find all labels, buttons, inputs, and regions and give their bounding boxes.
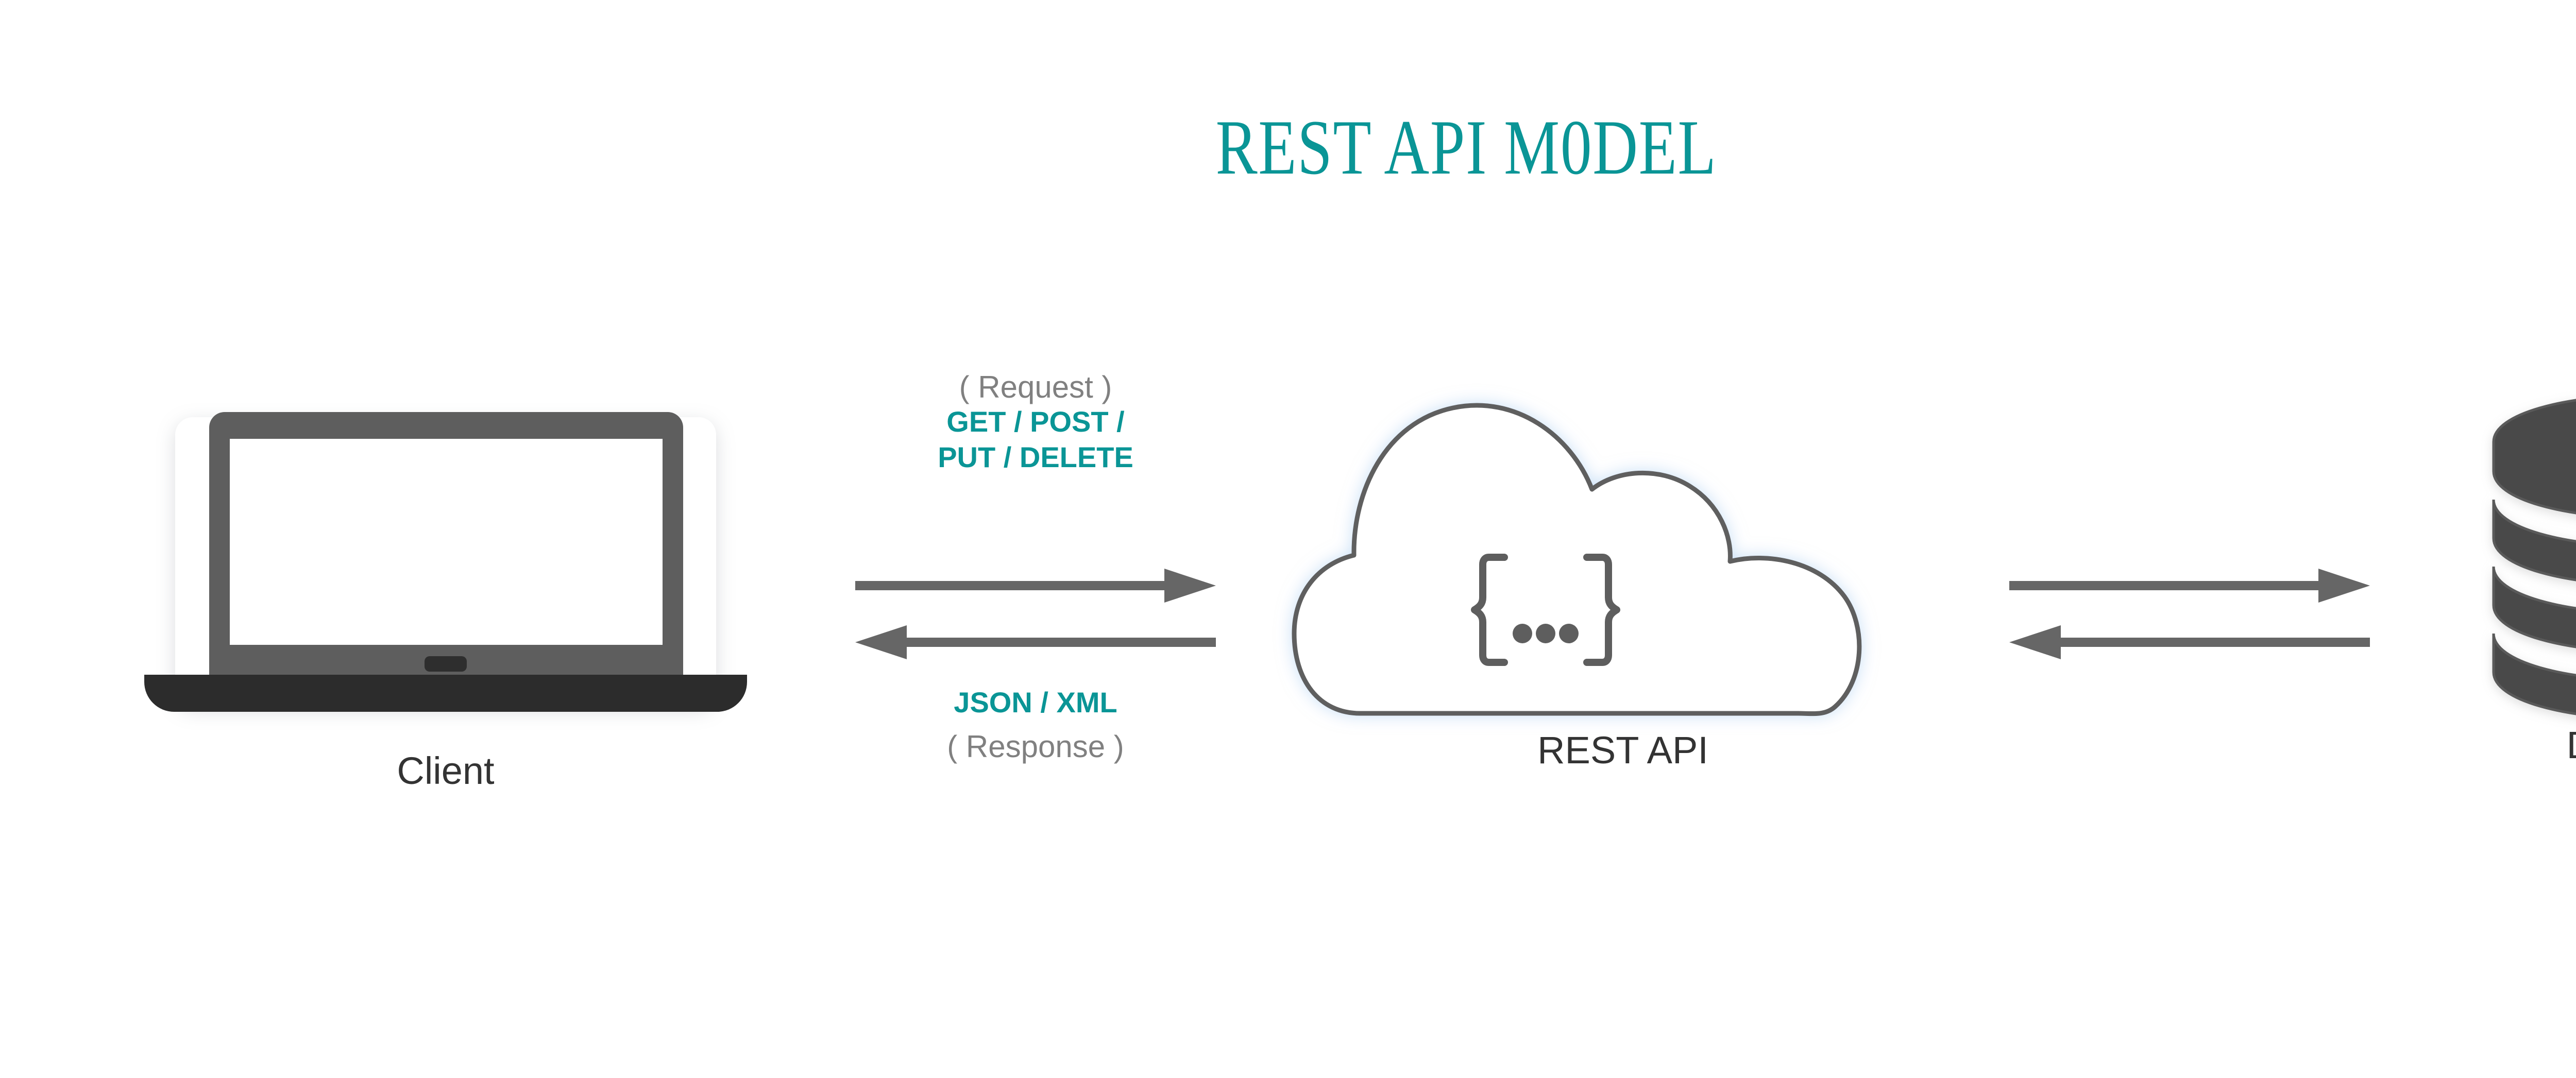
response-paren-label: ( Response )	[947, 729, 1124, 764]
response-format-label: JSON / XML	[954, 686, 1117, 718]
request-methods-line-1: GET / POST /	[946, 405, 1125, 438]
database-disk-4	[2492, 633, 2576, 715]
database-disk-3	[2492, 566, 2576, 648]
database-disk-2	[2492, 499, 2576, 581]
client-node: Client	[144, 412, 747, 824]
database-label: Database	[2567, 726, 2576, 764]
api-label: REST API	[1537, 729, 1708, 772]
database-to-api-arrow	[2009, 625, 2370, 659]
database-node: Database	[2463, 391, 2576, 824]
database-disk-1	[2492, 399, 2576, 515]
database-cylinder-icon	[2473, 391, 2576, 721]
client-api-arrows	[855, 561, 1216, 670]
request-methods-line-2: PUT / DELETE	[938, 440, 1133, 473]
laptop-screen	[230, 439, 663, 645]
response-arrow	[855, 625, 1216, 659]
request-paren-label: ( Request )	[959, 370, 1112, 404]
laptop-icon	[144, 412, 747, 721]
right-brace	[1583, 554, 1620, 666]
request-caption: ( Request ) GET / POST / PUT / DELETE	[855, 370, 1216, 475]
client-label: Client	[397, 749, 495, 792]
request-arrow	[855, 569, 1216, 603]
api-to-database-arrow	[2009, 569, 2370, 603]
cloud-outline	[1292, 403, 1862, 716]
page-title: REST API M0DEL	[1215, 104, 1717, 191]
left-brace	[1471, 554, 1508, 666]
cloud-ellipsis-dots	[1513, 624, 1579, 643]
api-database-arrows	[2009, 561, 2370, 670]
laptop-notch	[425, 656, 467, 672]
laptop-base	[144, 675, 747, 712]
cloud-braces-glyph	[1471, 554, 1620, 666]
response-caption: JSON / XML ( Response )	[855, 685, 1216, 764]
api-node: REST API	[1283, 391, 1963, 824]
cloud-icon	[1283, 391, 1963, 721]
